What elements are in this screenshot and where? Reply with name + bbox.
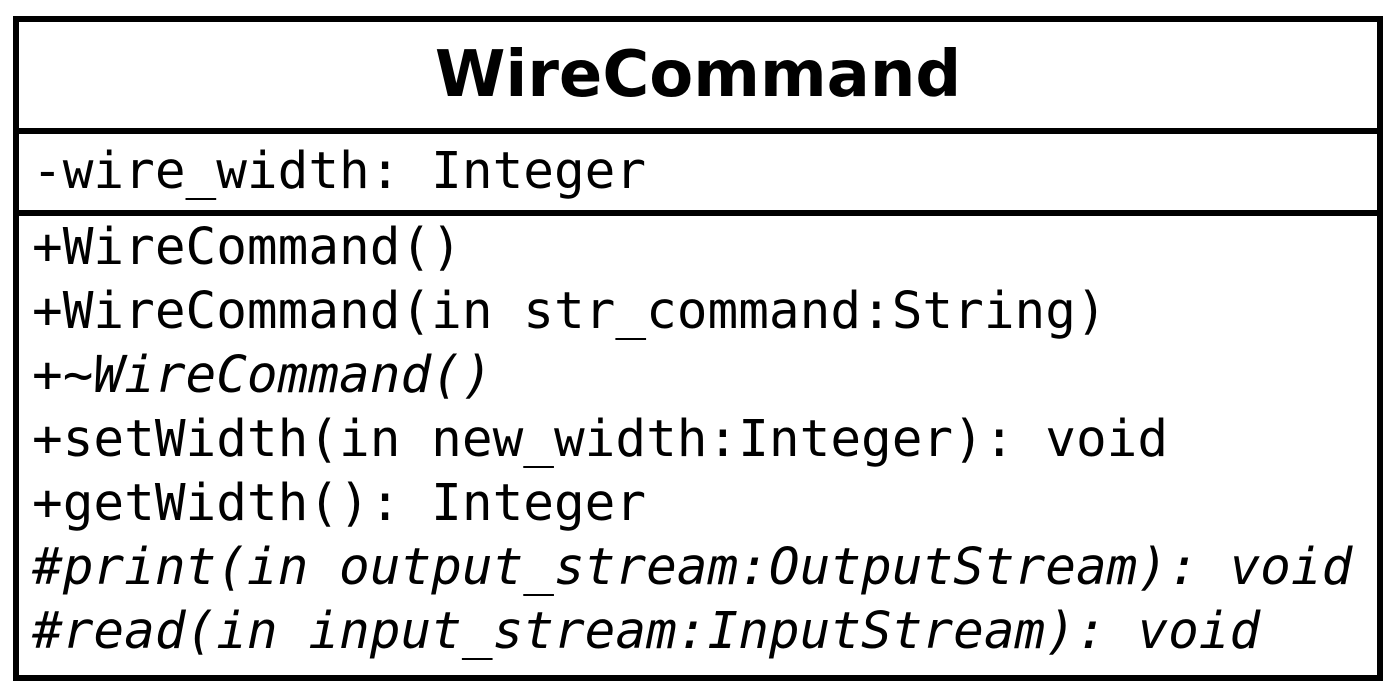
operation-default-constructor: +WireCommand() <box>32 218 462 277</box>
attribute-wire-width: -wire_width: Integer <box>32 142 647 201</box>
attributes-compartment: -wire_width: Integer <box>19 134 1377 216</box>
operation-set-width: +setWidth(in new_width:Integer): void <box>32 410 1169 469</box>
operation-print: #print(in output_stream:OutputStream): v… <box>32 538 1353 597</box>
operation-destructor: +~WireCommand() <box>32 346 493 405</box>
uml-class-box: WireCommand -wire_width: Integer +WireCo… <box>13 16 1383 681</box>
class-name: WireCommand <box>434 38 962 112</box>
operation-read: #read(in input_stream:InputStream): void <box>32 602 1261 661</box>
operation-string-constructor: +WireCommand(in str_command:String) <box>32 282 1107 341</box>
class-name-compartment: WireCommand <box>19 22 1377 134</box>
operations-compartment: +WireCommand() +WireCommand(in str_comma… <box>19 216 1377 675</box>
operation-get-width: +getWidth(): Integer <box>32 474 647 533</box>
